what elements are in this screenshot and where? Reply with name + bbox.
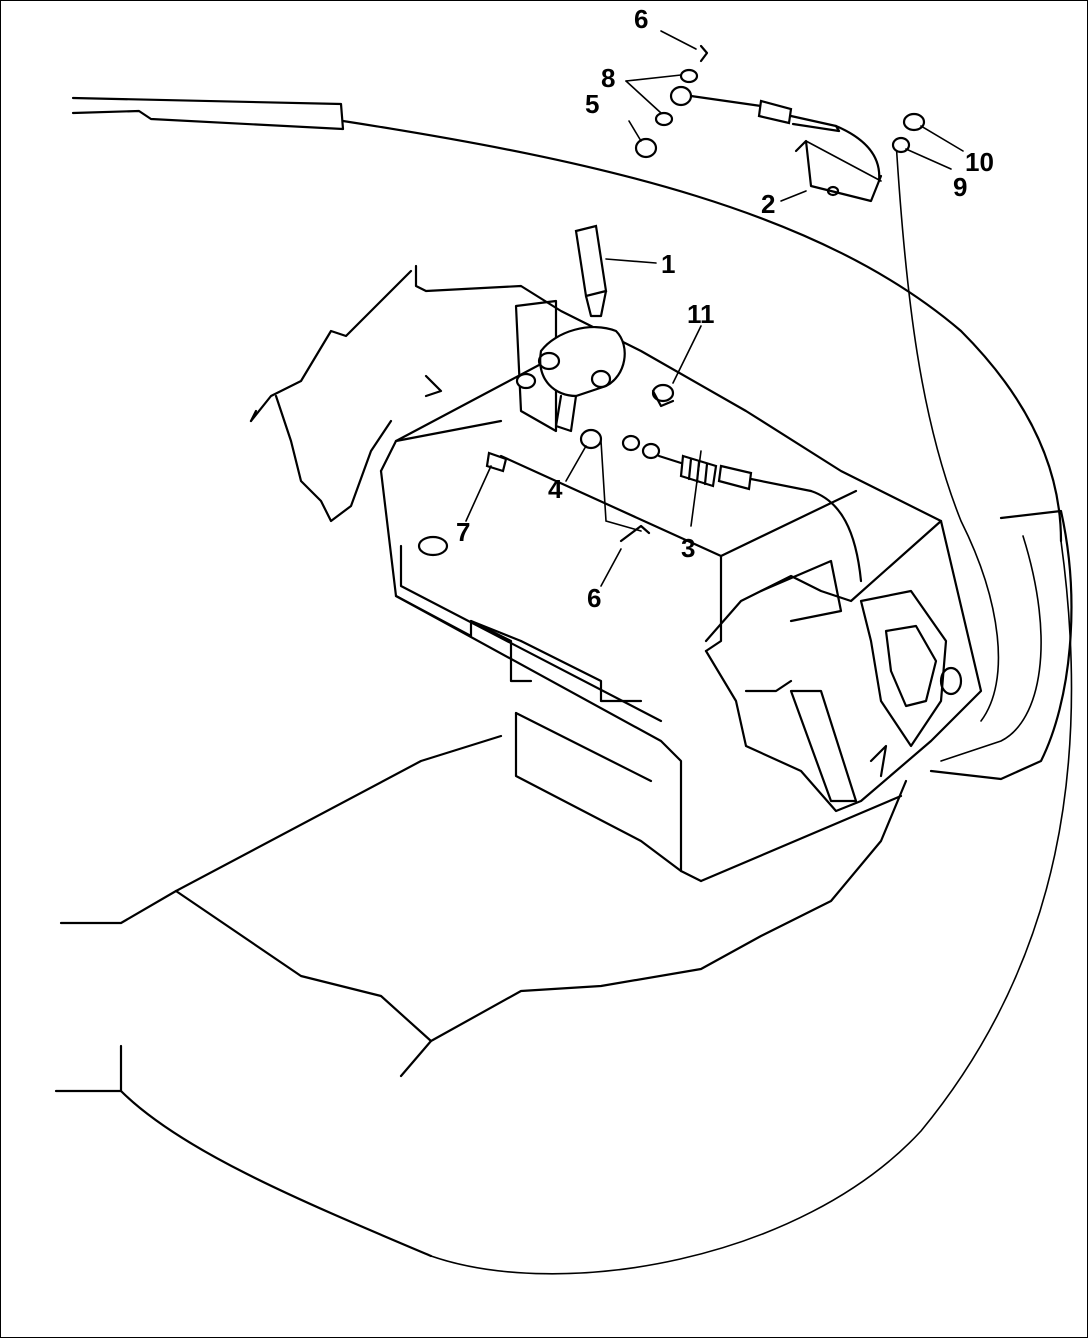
part-8-nut-upper <box>679 68 699 84</box>
right-bracket <box>704 519 983 813</box>
callout-1: 1 <box>661 249 675 279</box>
part-10-nut <box>902 112 926 132</box>
callout-11: 11 <box>687 299 715 329</box>
lever-knob <box>574 224 608 298</box>
control-cable-lower <box>485 428 863 583</box>
left-side-panel <box>249 269 443 523</box>
leader-lines <box>465 30 964 587</box>
console-box <box>379 264 943 883</box>
control-cable-upper <box>619 44 926 543</box>
callout-8: 8 <box>601 63 615 93</box>
callout-5: 5 <box>585 89 599 119</box>
callout-7: 7 <box>456 517 470 547</box>
callout-6-upper: 6 <box>634 4 648 34</box>
callout-4: 4 <box>548 474 563 504</box>
callout-10: 10 <box>965 147 994 177</box>
callout-9: 9 <box>953 172 967 202</box>
callout-labels: 1 2 3 4 5 6 6 7 8 9 10 11 <box>456 4 994 613</box>
part-6-pin-lower <box>619 524 651 543</box>
callout-3: 3 <box>681 533 695 563</box>
part-8-nut-lower <box>654 111 674 127</box>
part-6-pin-upper <box>699 44 709 63</box>
callout-2: 2 <box>761 189 775 219</box>
callout-6-lower: 6 <box>587 583 601 613</box>
vehicle-body-outline <box>54 96 1073 1275</box>
shift-lever-assembly <box>514 224 675 433</box>
part-5-washer <box>634 137 658 159</box>
part-9-washer <box>891 136 911 154</box>
part-7-bolt <box>485 451 508 473</box>
